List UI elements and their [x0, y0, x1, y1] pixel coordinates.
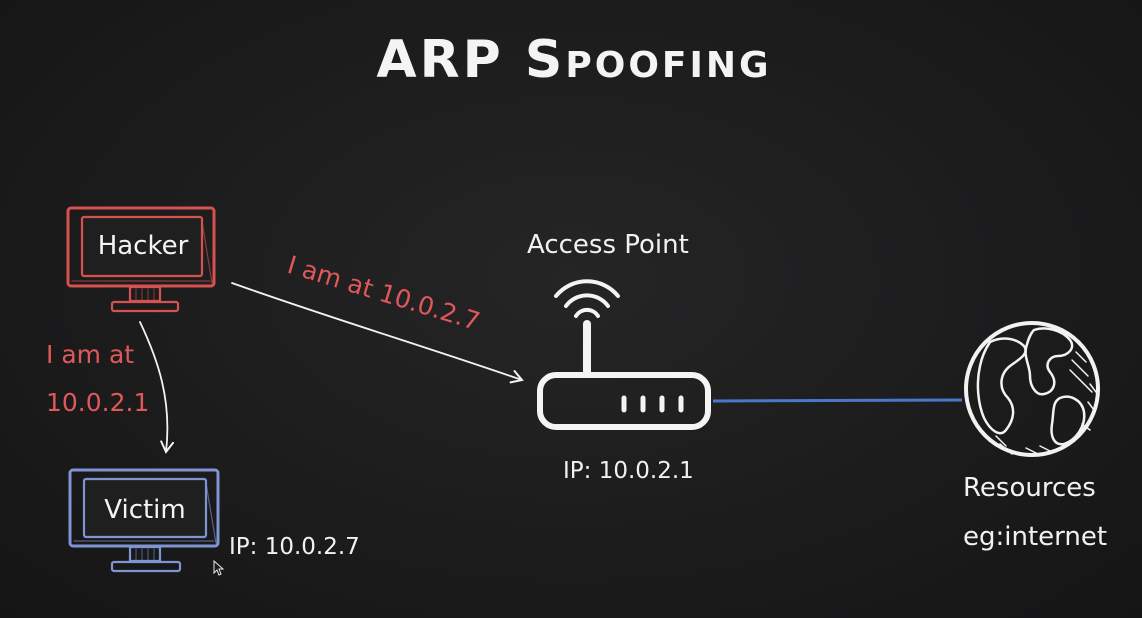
- victim-label: Victim: [104, 495, 186, 525]
- access-point-label: Access Point: [527, 230, 689, 260]
- resources-label: Resources: [963, 473, 1096, 503]
- globe-icon: [964, 321, 1100, 457]
- router-icon: [537, 279, 711, 430]
- arrow-hacker-to-victim: [139, 321, 175, 454]
- arrow-hacker-to-router: [231, 282, 524, 384]
- diagram-title: ARP Spoofing: [376, 30, 772, 90]
- message-to-victim-line1: I am at: [46, 340, 135, 369]
- mouse-cursor-icon: [213, 559, 225, 576]
- resources-sublabel: eg:internet: [963, 522, 1108, 552]
- hacker-label: Hacker: [97, 231, 189, 261]
- link-router-to-internet: [712, 398, 963, 403]
- access-point-ip-label: IP: 10.0.2.1: [563, 458, 694, 484]
- victim-ip-label: IP: 10.0.2.7: [229, 534, 360, 560]
- victim-monitor-icon: [68, 468, 220, 573]
- hacker-monitor-icon: [66, 206, 216, 313]
- message-to-victim-line2: 10.0.2.1: [46, 388, 150, 417]
